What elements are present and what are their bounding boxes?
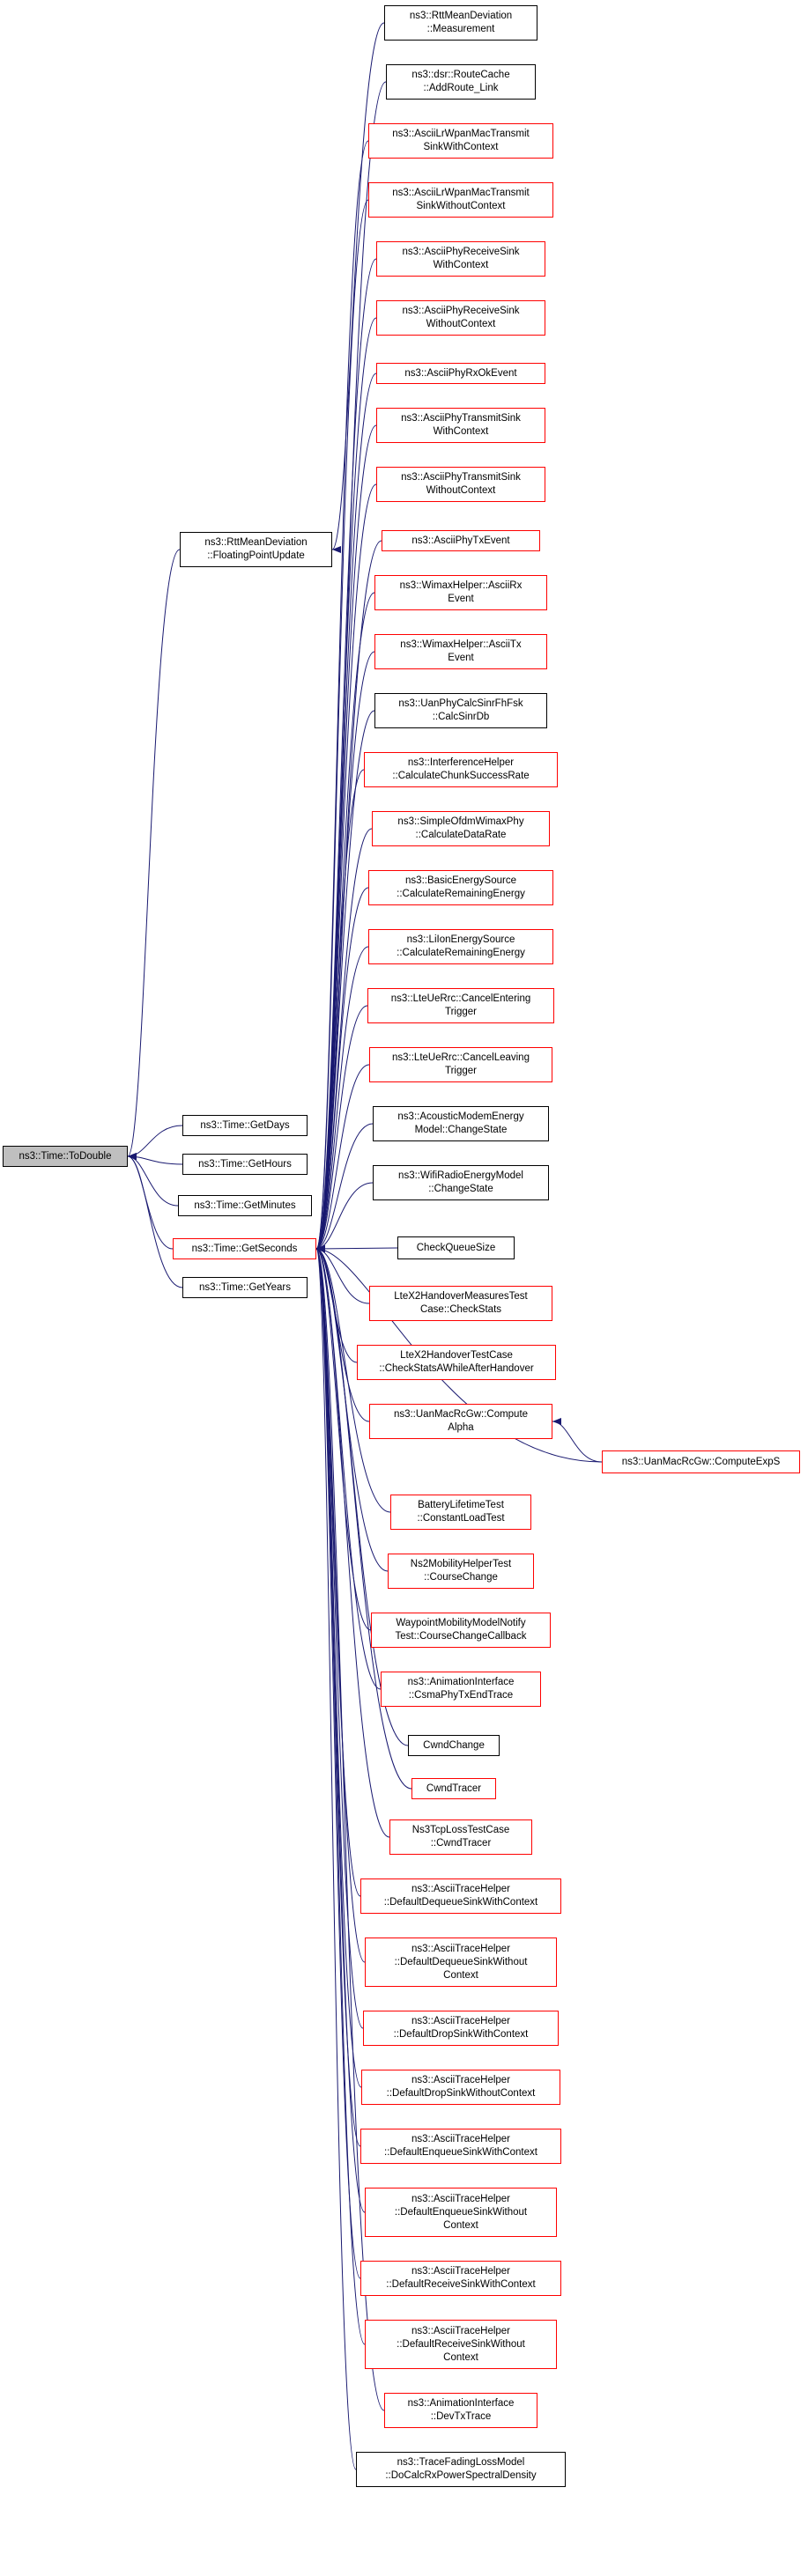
- node-uancomputeexps[interactable]: ns3::UanMacRcGw::ComputeExpS: [602, 1450, 800, 1473]
- node-basicenergy[interactable]: ns3::BasicEnergySource ::CalculateRemain…: [368, 870, 553, 905]
- edge-cancelentering-to-getseconds: [315, 1005, 368, 1252]
- edge-uancomputeexps-to-uancomputealpha: [552, 1418, 603, 1463]
- edge-measurement-to-floatingpointupdate: [331, 22, 385, 553]
- node-ltex2checkstats[interactable]: LteX2HandoverMeasuresTest Case::CheckSta…: [369, 1286, 552, 1321]
- edge-checkqueuesize-to-getseconds: [315, 1244, 398, 1252]
- node-measurement[interactable]: ns3::RttMeanDeviation ::Measurement: [384, 5, 537, 41]
- node-floatingpointupdate[interactable]: ns3::RttMeanDeviation ::FloatingPointUpd…: [180, 532, 332, 567]
- edge-tracefading-to-getseconds: [315, 1245, 357, 2470]
- edge-getseconds-to-todouble: [127, 1153, 174, 1250]
- node-rcv-with[interactable]: ns3::AsciiTraceHelper ::DefaultReceiveSi…: [360, 2261, 561, 2296]
- edge-floatingpointupdate-to-todouble: [127, 549, 181, 1160]
- edge-acousticmodem-to-getseconds: [315, 1123, 374, 1252]
- node-phytx-with[interactable]: ns3::AsciiPhyTransmitSink WithContext: [376, 408, 545, 443]
- edge-getdays-to-todouble: [127, 1125, 183, 1160]
- node-tcploss[interactable]: Ns3TcpLossTestCase ::CwndTracer: [389, 1819, 532, 1855]
- node-battery[interactable]: BatteryLifetimeTest ::ConstantLoadTest: [390, 1495, 531, 1530]
- node-wimax-rx[interactable]: ns3::WimaxHelper::AsciiRx Event: [374, 575, 547, 610]
- node-phyrecv-without[interactable]: ns3::AsciiPhyReceiveSink WithoutContext: [376, 300, 545, 336]
- node-csmaphy[interactable]: ns3::AnimationInterface ::CsmaPhyTxEndTr…: [381, 1672, 541, 1707]
- node-getyears[interactable]: ns3::Time::GetYears: [182, 1277, 308, 1298]
- node-phytx-without[interactable]: ns3::AsciiPhyTransmitSink WithoutContext: [376, 467, 545, 502]
- node-ns2mobility[interactable]: Ns2MobilityHelperTest ::CourseChange: [388, 1554, 534, 1589]
- node-todouble: ns3::Time::ToDouble: [3, 1146, 128, 1167]
- node-ltex2after[interactable]: LteX2HandoverTestCase ::CheckStatsAWhile…: [357, 1345, 556, 1380]
- node-interference[interactable]: ns3::InterferenceHelper ::CalculateChunk…: [364, 752, 558, 787]
- node-drop-without[interactable]: ns3::AsciiTraceHelper ::DefaultDropSinkW…: [361, 2070, 560, 2105]
- node-getminutes[interactable]: ns3::Time::GetMinutes: [178, 1195, 312, 1216]
- node-wimax-tx[interactable]: ns3::WimaxHelper::AsciiTx Event: [374, 634, 547, 669]
- edge-cancelleaving-to-getseconds: [315, 1064, 370, 1252]
- node-cancelentering[interactable]: ns3::LteUeRrc::CancelEntering Trigger: [367, 988, 554, 1023]
- node-phytxevent[interactable]: ns3::AsciiPhyTxEvent: [382, 530, 540, 551]
- node-tracefading[interactable]: ns3::TraceFadingLossModel ::DoCalcRxPowe…: [356, 2452, 566, 2487]
- edge-drop-with-to-getseconds: [315, 1245, 364, 2029]
- edge-cwndtracer-to-getseconds: [315, 1245, 412, 1790]
- node-wifiradio[interactable]: ns3::WifiRadioEnergyModel ::ChangeState: [373, 1165, 549, 1200]
- node-enq-without[interactable]: ns3::AsciiTraceHelper ::DefaultEnqueueSi…: [365, 2188, 557, 2237]
- node-getseconds[interactable]: ns3::Time::GetSeconds: [173, 1238, 316, 1259]
- node-drop-with[interactable]: ns3::AsciiTraceHelper ::DefaultDropSinkW…: [363, 2011, 559, 2046]
- node-addroute[interactable]: ns3::dsr::RouteCache ::AddRoute_Link: [386, 64, 536, 100]
- node-cwndtracer[interactable]: CwndTracer: [411, 1778, 496, 1799]
- edge-deq-without-to-getseconds: [315, 1245, 366, 1963]
- node-ofdmwimax[interactable]: ns3::SimpleOfdmWimaxPhy ::CalculateDataR…: [372, 811, 550, 846]
- edge-battery-to-getseconds: [315, 1245, 391, 1513]
- edge-basicenergy-to-getseconds: [315, 887, 369, 1252]
- node-getdays[interactable]: ns3::Time::GetDays: [182, 1115, 308, 1136]
- node-cwndchange[interactable]: CwndChange: [408, 1735, 500, 1756]
- node-acousticmodem[interactable]: ns3::AcousticModemEnergy Model::ChangeSt…: [373, 1106, 549, 1141]
- edge-liion-to-getseconds: [315, 946, 369, 1252]
- node-devtx[interactable]: ns3::AnimationInterface ::DevTxTrace: [384, 2393, 537, 2428]
- node-lrwpan-with[interactable]: ns3::AsciiLrWpanMacTransmit SinkWithCont…: [368, 123, 553, 159]
- edge-getyears-to-todouble: [127, 1153, 183, 1288]
- edge-interference-to-getseconds: [315, 769, 365, 1252]
- edge-tcploss-to-getseconds: [315, 1245, 390, 1838]
- node-uanfhfsk[interactable]: ns3::UanPhyCalcSinrFhFsk ::CalcSinrDb: [374, 693, 547, 728]
- node-rcv-without[interactable]: ns3::AsciiTraceHelper ::DefaultReceiveSi…: [365, 2320, 557, 2369]
- node-waypoint[interactable]: WaypointMobilityModelNotify Test::Course…: [371, 1613, 551, 1648]
- edge-enq-without-to-getseconds: [315, 1245, 366, 2213]
- edge-lrwpan-without-to-getseconds: [315, 199, 369, 1252]
- edge-rcv-without-to-getseconds: [315, 1245, 366, 2345]
- node-deq-with[interactable]: ns3::AsciiTraceHelper ::DefaultDequeueSi…: [360, 1878, 561, 1914]
- node-cancelleaving[interactable]: ns3::LteUeRrc::CancelLeaving Trigger: [369, 1047, 552, 1082]
- node-lrwpan-without[interactable]: ns3::AsciiLrWpanMacTransmit SinkWithoutC…: [368, 182, 553, 218]
- edge-waypoint-to-getseconds: [315, 1245, 372, 1631]
- node-uancomputealpha[interactable]: ns3::UanMacRcGw::Compute Alpha: [369, 1404, 552, 1439]
- node-liion[interactable]: ns3::LiIonEnergySource ::CalculateRemain…: [368, 929, 553, 964]
- node-enq-with[interactable]: ns3::AsciiTraceHelper ::DefaultEnqueueSi…: [360, 2129, 561, 2164]
- node-phyrxok[interactable]: ns3::AsciiPhyRxOkEvent: [376, 363, 545, 384]
- node-phyrecv-with[interactable]: ns3::AsciiPhyReceiveSink WithContext: [376, 241, 545, 277]
- node-checkqueuesize[interactable]: CheckQueueSize: [397, 1236, 515, 1259]
- edge-uanfhfsk-to-getseconds: [315, 710, 375, 1252]
- node-deq-without[interactable]: ns3::AsciiTraceHelper ::DefaultDequeueSi…: [365, 1938, 557, 1987]
- node-gethours[interactable]: ns3::Time::GetHours: [182, 1154, 308, 1175]
